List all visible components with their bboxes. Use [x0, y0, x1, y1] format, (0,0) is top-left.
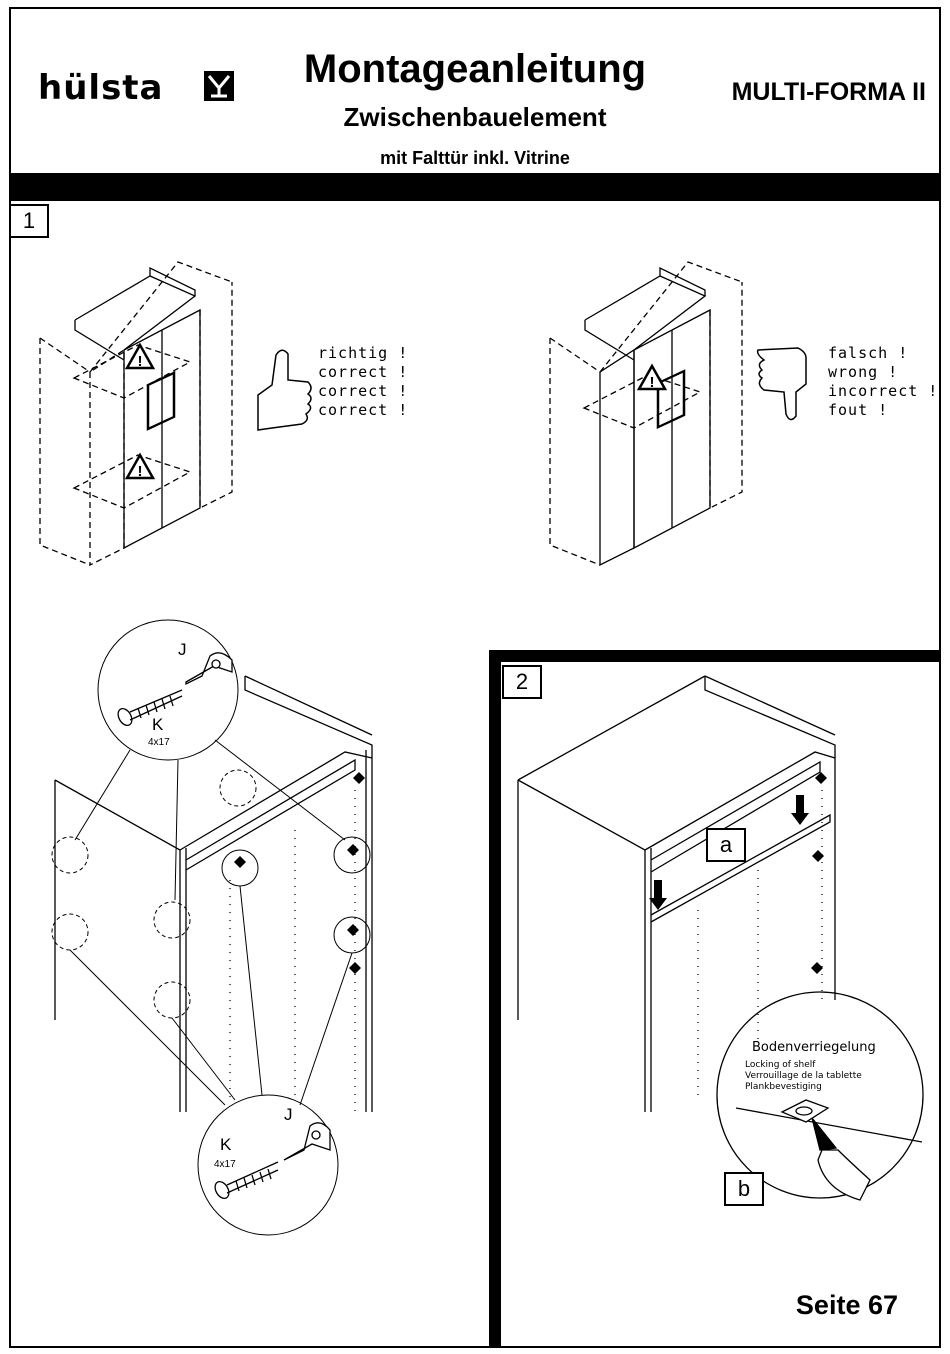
callout-line-en: Locking of shelf [745, 1060, 862, 1071]
page-subtitle-detail: mit Falttür inkl. Vitrine [0, 148, 950, 169]
wrong-caption: falsch ! wrong ! incorrect ! fout ! [828, 344, 938, 420]
callout-line-nl: Plankbevestiging [745, 1082, 862, 1093]
correct-line-de: richtig ! [318, 344, 408, 363]
wrong-line-fr: incorrect ! [828, 382, 938, 401]
wrong-line-nl: fout ! [828, 401, 938, 420]
label-b: b [724, 1172, 764, 1206]
correct-line-nl: correct ! [318, 401, 408, 420]
correct-caption: richtig ! correct ! correct ! correct ! [318, 344, 408, 420]
wrong-line-de: falsch ! [828, 344, 938, 363]
callout-lines: Locking of shelf Verrouillage de la tabl… [745, 1060, 862, 1093]
step-1-number: 1 [9, 204, 49, 238]
model-name: MULTI-FORMA II [732, 78, 926, 107]
callout-title-text: Bodenverriegelung [752, 1040, 876, 1055]
callout-line-fr: Verrouillage de la tablette [745, 1071, 862, 1082]
page-number: Seite 67 [796, 1290, 898, 1321]
correct-line-en: correct ! [318, 363, 408, 382]
step-2-panel [489, 650, 941, 1348]
label-a: a [706, 828, 746, 862]
correct-line-fr: correct ! [318, 382, 408, 401]
wrong-line-en: wrong ! [828, 363, 938, 382]
step-2-number: 2 [502, 665, 542, 699]
header-bar [9, 173, 941, 201]
